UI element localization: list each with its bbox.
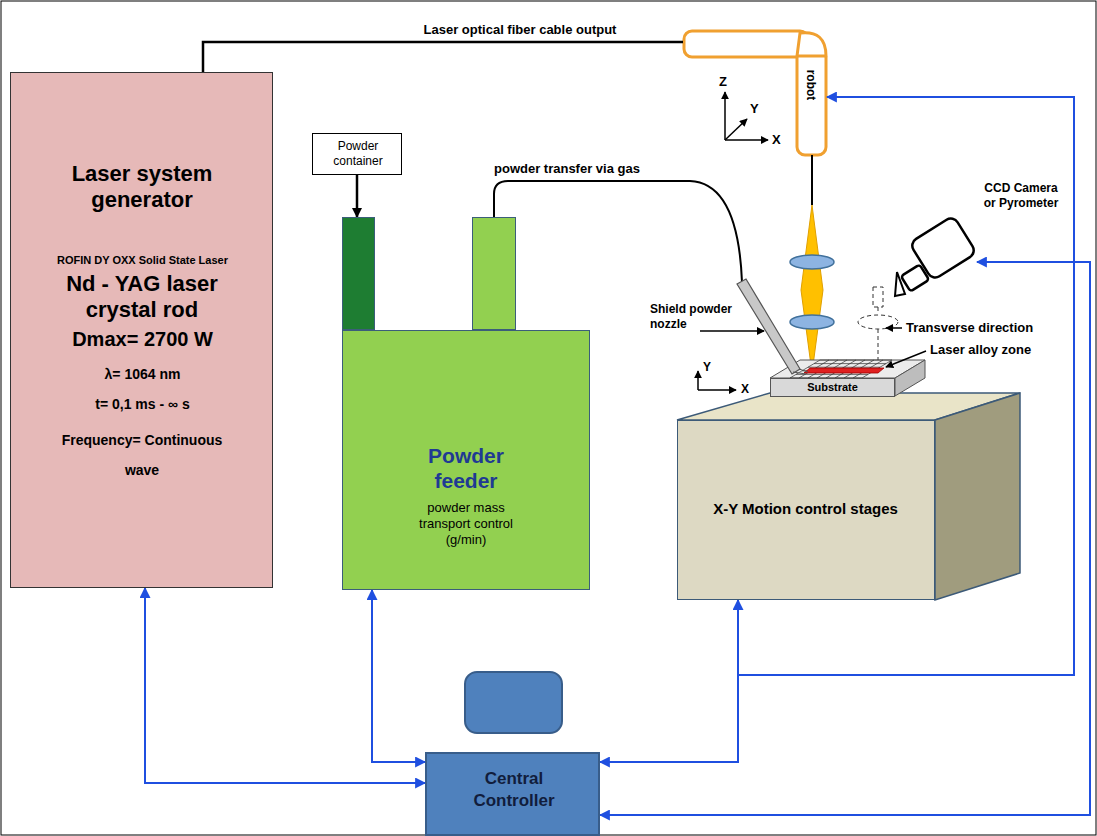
lens (790, 255, 834, 269)
node-text: Central Controller (459, 768, 569, 812)
substrate-front: Substrate (770, 378, 895, 397)
shield-nozzle (737, 279, 800, 374)
annotation-label: Shield powder nozzle (650, 302, 742, 332)
axes (698, 92, 768, 390)
camera-icon (893, 212, 977, 302)
node-text: Laser system generator (42, 161, 242, 213)
powder-jet (793, 372, 806, 374)
annotation-label: powder transfer via gas (494, 161, 640, 176)
alloy-zone (804, 368, 884, 373)
leader-arrow (700, 328, 926, 367)
beam-guide (811, 155, 813, 205)
connector (600, 600, 738, 762)
edge-label: Laser optical fiber cable output (395, 22, 645, 37)
laser-generator-box: Laser system generatorROFIN DY OXX Solid… (10, 72, 273, 588)
connector (372, 590, 425, 762)
motion-stage-box: X-Y Motion control stages (677, 420, 935, 600)
node-text: Powder container (313, 139, 403, 169)
powder-jet (799, 369, 808, 372)
annotation-label: X (772, 132, 781, 147)
substrate-side (895, 360, 925, 396)
node-text: Powder feeder (416, 443, 516, 493)
robot-arm-node: robot (683, 30, 827, 155)
node-text: λ= 1064 nm (16, 365, 269, 383)
powder-feeder: Powder feeder powder mass transport contr… (342, 217, 590, 590)
powder-cylinder (342, 217, 375, 330)
laser-beam (801, 205, 823, 373)
gas-cylinder (472, 217, 516, 330)
lens (790, 315, 834, 329)
annotation-label: Laser alloy zone (930, 342, 1031, 357)
node-text: Nd - YAG laser crystal rod (42, 271, 242, 323)
node-text: Dmax= 2700 W (16, 327, 269, 351)
node-text: ROFIN DY OXX Solid State Laser (16, 253, 269, 267)
transverse-beam (858, 287, 898, 366)
connector (203, 42, 683, 72)
node-text: Frequency= Continuous wave (47, 425, 237, 485)
annotation-label: Y (703, 360, 711, 374)
connector (600, 262, 1090, 815)
annotation-label: Transverse direction (906, 320, 1033, 335)
connector (600, 97, 1074, 762)
annotation-label: X (741, 382, 749, 396)
robot-arm (684, 31, 826, 155)
node-text: powder mass transport control (g/min) (401, 500, 531, 548)
connector (145, 588, 425, 783)
node-text: robot (804, 70, 818, 101)
node-text: CCD Camera or Pyrometer (978, 181, 1064, 211)
powder-hose (494, 181, 742, 282)
annotation-label: Y (750, 101, 759, 116)
container-box: Powder container (312, 133, 402, 175)
annotation-label: Z (719, 74, 727, 89)
monitor (465, 672, 562, 733)
connector (356, 175, 359, 217)
controller-box: Central Controller (425, 752, 600, 836)
camera-node: CCD Camera or Pyrometer (893, 212, 977, 302)
node-text: X-Y Motion control stages (678, 499, 933, 518)
stage-side (935, 393, 1020, 600)
node-text: Substrate (771, 381, 894, 394)
scan-grid (790, 360, 892, 378)
node-text: t= 0,1 ms - ∞ s (16, 395, 269, 413)
